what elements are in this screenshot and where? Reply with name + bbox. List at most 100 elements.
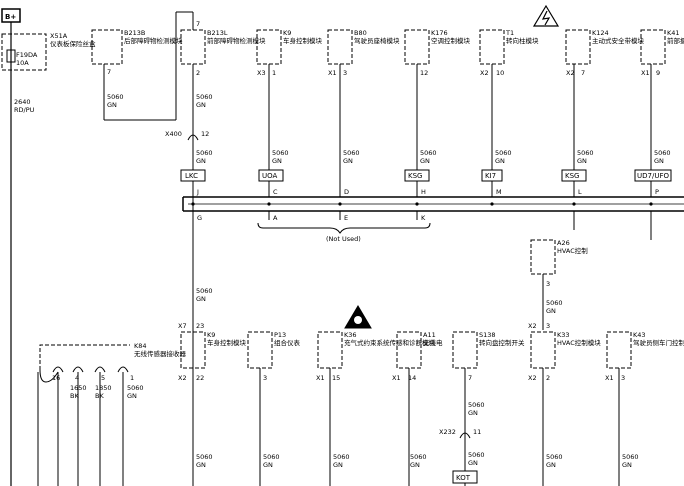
module-k41-pin: 9: [656, 69, 660, 77]
x232-label: X232: [439, 428, 456, 436]
module-k43-color: GN: [622, 461, 632, 469]
module-k36-connector: X1: [316, 374, 325, 382]
splice-letter-p: P: [655, 188, 659, 196]
module-t1-id: T1: [505, 29, 514, 37]
module-b213l-name: 前部障碍物检测模块: [207, 36, 266, 45]
uoa-tag: [258, 169, 284, 182]
module-k43-pin: 3: [621, 374, 625, 382]
module-k9-bottom-id: K9: [207, 331, 215, 339]
module-b213l-color: GN: [196, 101, 206, 109]
splice-letter-l: L: [578, 188, 582, 196]
k84-color-1650: BK: [70, 392, 79, 400]
electrostatic-warning-icon: [532, 4, 560, 27]
module-k124-id: K124: [592, 29, 609, 37]
splice-letter-k: K: [421, 214, 426, 222]
k84-pin-1: 1: [130, 374, 134, 382]
ud7-tag-label: UD7/UFO: [637, 172, 669, 180]
module-a11-wire: 5060: [410, 453, 427, 461]
module-k9-upper-connector: X7: [178, 322, 187, 330]
module-s138: [452, 331, 478, 369]
module-s138-id: S138: [479, 331, 496, 339]
module-a26-pin: 3: [546, 280, 550, 288]
module-k43-wire: 5060: [622, 453, 639, 461]
module-b213b-pin: 7: [107, 68, 111, 76]
module-t1: [479, 29, 505, 65]
module-k33: [530, 331, 556, 369]
module-b213b-name: 后部障碍物检测模块: [124, 36, 183, 45]
ki7-tag-label: KI7: [485, 172, 496, 180]
module-b213b-wire: 5060: [107, 93, 124, 101]
module-k41-name: 前部摄像机: [667, 36, 684, 45]
module-k36-color: GN: [333, 461, 343, 469]
module-b80-color: GN: [343, 157, 353, 165]
module-k9-bottom-name: 车身控制模块: [207, 338, 247, 347]
module-k84-id: K84: [134, 342, 147, 350]
x232-pin: 11: [473, 428, 481, 436]
module-t1-name: 转向柱模块: [506, 36, 539, 45]
module-a11-name: 无线电: [423, 338, 443, 347]
s138-color: GN: [468, 409, 478, 417]
module-k9-bottom-wire: 5060: [196, 453, 213, 461]
uoa-tag-label: UOA: [262, 172, 278, 180]
module-k9-top-name: 车身控制模块: [283, 36, 323, 45]
x400-wire: 5060: [196, 149, 213, 157]
fuse-component-name: 仪表板保险丝盒: [50, 39, 96, 48]
module-k124-name: 主动式安全带模块: [592, 36, 645, 45]
k84-color-1850: BK: [95, 392, 104, 400]
module-k124-pin: 7: [581, 69, 585, 77]
module-k9-top-id: K9: [283, 29, 291, 37]
module-t1-pin: 10: [496, 69, 504, 77]
s138-wire2: 5060: [468, 451, 485, 459]
module-k36-pin: 15: [332, 374, 340, 382]
x400-pin: 12: [201, 130, 209, 138]
module-k124: [565, 29, 591, 65]
module-k9-bottom-pin: 22: [196, 374, 204, 382]
module-k36-id: K36: [344, 331, 357, 339]
module-k9-top-color: GN: [272, 157, 282, 165]
module-b213b: [91, 29, 123, 65]
module-b80-connector: X1: [328, 69, 337, 77]
module-k41-wire: 5060: [654, 149, 671, 157]
splice-letter-a: A: [273, 214, 278, 222]
splice-letter-m: M: [496, 188, 502, 196]
module-k9-top: [256, 29, 282, 65]
module-k33-color: GN: [546, 461, 556, 469]
module-t1-connector: X2: [480, 69, 489, 77]
fuse-rating: 10A: [16, 59, 29, 67]
module-k9-upper-wire: 5060: [196, 287, 213, 295]
splice-letter-e: E: [344, 214, 348, 222]
module-s138-name: 转向盘控制开关: [479, 338, 525, 347]
module-k43-name: 驾驶员侧车门控制模块: [633, 338, 684, 347]
module-k176-pin: 12: [420, 69, 428, 77]
module-b80-id: B80: [354, 29, 367, 37]
module-b213l-pin: 2: [196, 69, 200, 77]
module-t1-wire: 5060: [495, 149, 512, 157]
splice-dots: [191, 202, 653, 206]
k84-wire-5060: 5060: [127, 384, 144, 392]
ud7-tag: [634, 169, 672, 182]
splice-letter-h: H: [421, 188, 426, 196]
s138-color2: GN: [468, 459, 478, 467]
module-k33-wire: 5060: [546, 453, 563, 461]
module-b213b-color: GN: [107, 101, 117, 109]
module-p13-color: GN: [263, 461, 273, 469]
k84-pin-5: 5: [101, 374, 105, 382]
ksg-tag-1-label: KSG: [408, 172, 422, 180]
splice-letter-g: G: [197, 214, 202, 222]
module-k124-connector: X2: [566, 69, 575, 77]
module-a26-name: HVAC控制: [557, 246, 588, 255]
module-k43-id: K43: [633, 331, 646, 339]
module-k33-pin: 2: [546, 374, 550, 382]
splice-letter-d: D: [344, 188, 349, 196]
module-b213l: [180, 29, 206, 65]
not-used-label: (Not Used): [326, 235, 361, 243]
module-k84: K84 无线传感器接收器 16 4 5 1 1650 BK 1850 BK 50…: [37, 342, 187, 486]
x232-connector: [459, 432, 471, 439]
lkc-tag: [180, 169, 206, 182]
module-k41-id: K41: [667, 29, 680, 37]
module-k33-upper-connector: X2: [528, 322, 537, 330]
kot-tag: [452, 470, 478, 484]
module-k9-bottom-color: GN: [196, 461, 206, 469]
